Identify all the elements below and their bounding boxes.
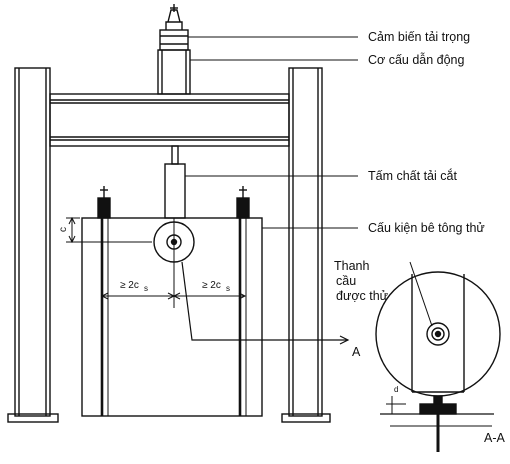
dim-label-c: c	[58, 227, 69, 232]
loading-rod	[171, 145, 179, 165]
dim-subscript-right: s	[226, 284, 230, 293]
dim-subscript-left: s	[144, 284, 148, 293]
leader-lines	[185, 36, 433, 327]
dim-label-right: ≥ 2c	[202, 280, 221, 291]
right-column	[281, 67, 331, 423]
dim-label-left: ≥ 2c	[120, 280, 139, 291]
label-shear-plate: Tấm chất tải cắt	[368, 168, 457, 183]
crossbeam	[49, 93, 290, 147]
load-sensor	[159, 4, 189, 51]
concrete-specimen	[81, 217, 263, 417]
section-line-a	[181, 261, 350, 345]
left-anchor-bar	[97, 186, 111, 416]
section-detail	[375, 271, 501, 452]
actuator	[157, 49, 191, 95]
dimension-c	[66, 216, 152, 244]
right-anchor-bar	[236, 186, 250, 416]
label-concrete-specimen: Cấu kiện bê tông thử	[368, 221, 485, 235]
shear-plate	[164, 163, 186, 219]
left-column	[7, 67, 59, 423]
label-tested-bar-3: được thử	[336, 289, 388, 303]
dimension-2cs	[100, 292, 247, 300]
section-title-aa: A-A	[484, 431, 506, 445]
label-load-sensor: Cảm biến tải trọng	[368, 30, 470, 44]
label-actuator: Cơ cấu dẫn động	[368, 52, 465, 67]
dim-label-d: d	[394, 385, 398, 394]
label-tested-bar-1: Thanh	[334, 259, 369, 273]
section-marker-a: A	[352, 345, 361, 359]
label-tested-bar-2: cầu	[336, 274, 356, 288]
